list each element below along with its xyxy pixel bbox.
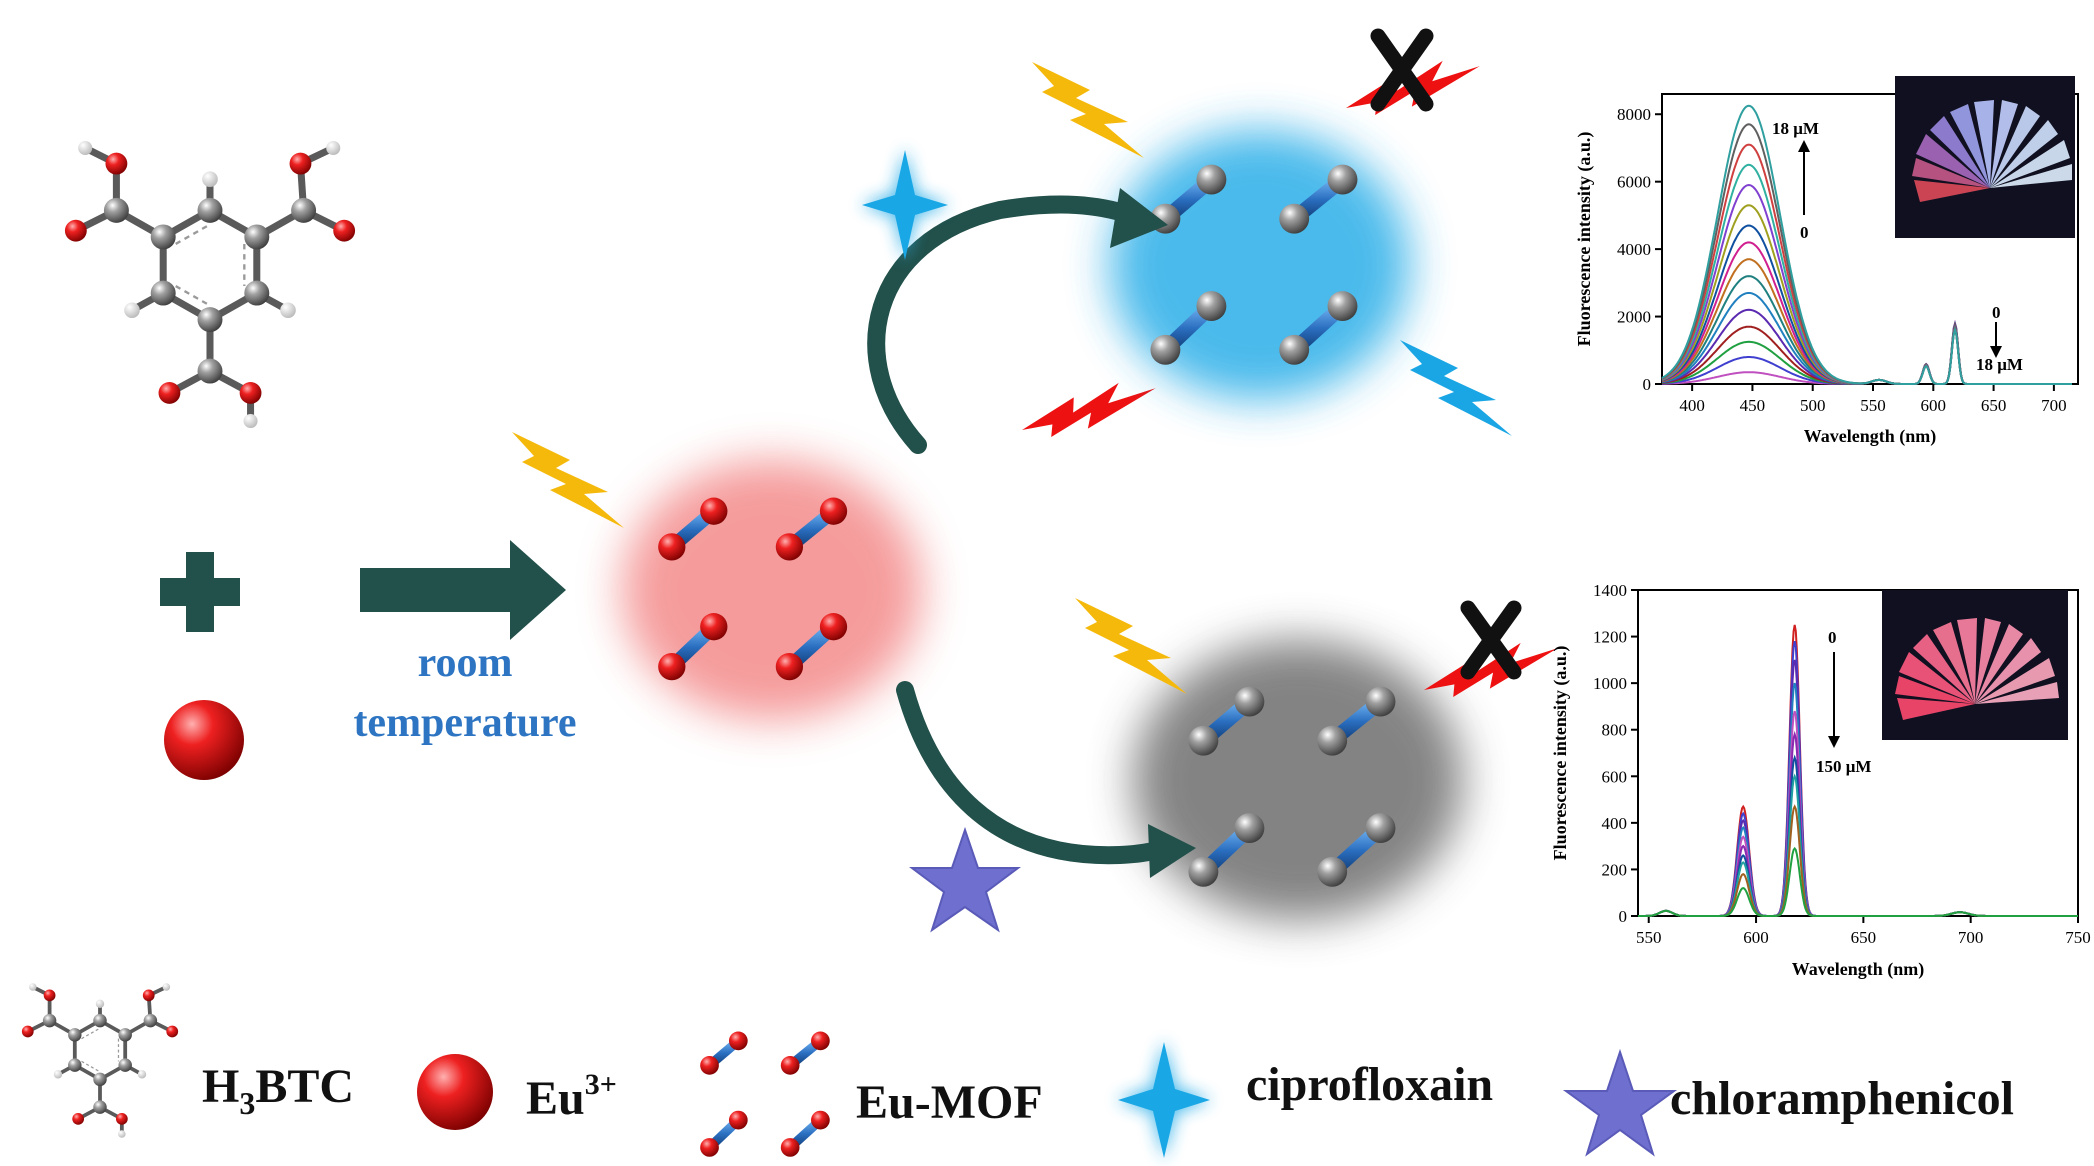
chart1-annot-blue-bottom: 0 [1800, 223, 1809, 242]
chart2-ytick-label: 1200 [1593, 628, 1627, 647]
chart2-xtick-label: 700 [1958, 928, 1984, 947]
legend-eu-sphere [417, 1054, 493, 1130]
legend-mof-label: Eu-MOF [856, 1076, 1043, 1129]
cross-icon-top [1370, 28, 1434, 112]
eu-ion-sphere [164, 700, 244, 780]
chart2-series-line [1638, 846, 2078, 917]
chart1-annot-red-top: 0 [1992, 303, 2001, 322]
four-point-star-icon-cipro [860, 148, 950, 262]
chart2-series-line [1638, 754, 2078, 917]
chart1-xtick-label: 600 [1921, 396, 1947, 415]
chart-cipro-spectra: 400 450 500 550 600 650 700 0 2000 4000 6000 8000 W… [1574, 76, 2079, 447]
lightning-icon-excitation-chlor [1075, 598, 1187, 694]
lightning-icon-excitation-center [512, 432, 624, 528]
chart2-xtick-label: 750 [2065, 928, 2091, 947]
chart1-annot-blue-top: 18 μM [1772, 119, 1819, 138]
legend-five-point-star-icon [1562, 1048, 1678, 1157]
chart1-ytick-label: 0 [1643, 375, 1652, 394]
lightning-icon-emission-blue [1400, 340, 1512, 436]
chart1-ytick-label: 8000 [1617, 105, 1651, 124]
eu-mof-chlor [1133, 640, 1463, 920]
chart2-ytick-label: 1000 [1593, 674, 1627, 693]
chart1-ytick-label: 4000 [1617, 240, 1651, 259]
chart1-xtick-label: 500 [1800, 396, 1826, 415]
chart1-inset-photo [1895, 76, 2075, 238]
lightning-icon-excitation-cipro [1032, 62, 1144, 158]
chart1-plot-frame [1661, 93, 2079, 385]
legend-ligand-molecule [19, 981, 181, 1140]
chart2-ytick-label: 800 [1602, 721, 1628, 740]
chart-chlor-spectra: 550 600 650 700 750 0 200 400 600 800 1000 1200 1400… [1550, 581, 2091, 980]
legend-cipro-label: ciprofloxain [1246, 1058, 1493, 1111]
lightning-icon-emission-red [1022, 339, 1156, 479]
chart2-xtick-label: 550 [1636, 928, 1662, 947]
chart1-ytick-label: 2000 [1617, 308, 1651, 327]
cross-icon-bottom [1460, 600, 1522, 680]
chart2-ytick-label: 600 [1602, 767, 1628, 786]
chart2-ylabel: Fluorescence intensity (a.u.) [1550, 646, 1571, 861]
condition-line2: temperature [353, 700, 576, 746]
reaction-arrow [360, 540, 566, 640]
condition-line1: room [418, 640, 513, 686]
chart2-ytick-label: 400 [1602, 814, 1628, 833]
legend-eu-label: Eu3+ [526, 1068, 617, 1125]
chart1-ylabel: Fluorescence intensity (a.u.) [1574, 132, 1595, 347]
chart2-ytick-label: 200 [1602, 860, 1628, 879]
chart2-ytick-label: 1400 [1593, 581, 1627, 600]
legend-ligand-label: H3BTC [202, 1060, 354, 1121]
chart1-xtick-label: 400 [1679, 396, 1705, 415]
chart1-xtick-label: 650 [1981, 396, 2007, 415]
legend-four-point-star-icon [1116, 1040, 1212, 1160]
chart2-series-line [1638, 804, 2078, 917]
chart1-annot-red-bottom: 18 μM [1976, 355, 2023, 374]
chart1-xtick-label: 450 [1740, 396, 1766, 415]
chart2-annot-bottom: 150 μM [1816, 757, 1871, 776]
btc-molecule-large [65, 141, 355, 428]
chart2-inset-photo [1882, 590, 2068, 740]
curved-arrow-to-cipro [867, 188, 1168, 454]
eu-mof-center [622, 460, 922, 720]
legend-mof-cube [700, 1031, 830, 1157]
chart2-annot-top: 0 [1828, 628, 1837, 647]
chart1-series-line [1661, 104, 2072, 385]
chart1-xtick-label: 700 [2041, 396, 2067, 415]
chart2-series-line [1638, 773, 2078, 917]
plus-icon [160, 552, 240, 632]
chart2-xlabel: Wavelength (nm) [1792, 959, 1925, 980]
curved-arrow-to-chlor [896, 681, 1196, 878]
legend-chlor-label: chloramphenicol [1670, 1072, 2014, 1125]
chart1-ytick-label: 6000 [1617, 173, 1651, 192]
five-point-star-icon-chlor [909, 826, 1021, 933]
chart1-xlabel: Wavelength (nm) [1804, 426, 1937, 447]
chart1-xtick-label: 550 [1860, 396, 1886, 415]
chart2-series-line [1638, 710, 2078, 917]
chart2-xtick-label: 600 [1743, 928, 1769, 947]
eu-mof-cipro [1110, 130, 1410, 400]
chart2-xtick-label: 650 [1851, 928, 1877, 947]
chart2-ytick-label: 0 [1619, 907, 1628, 926]
